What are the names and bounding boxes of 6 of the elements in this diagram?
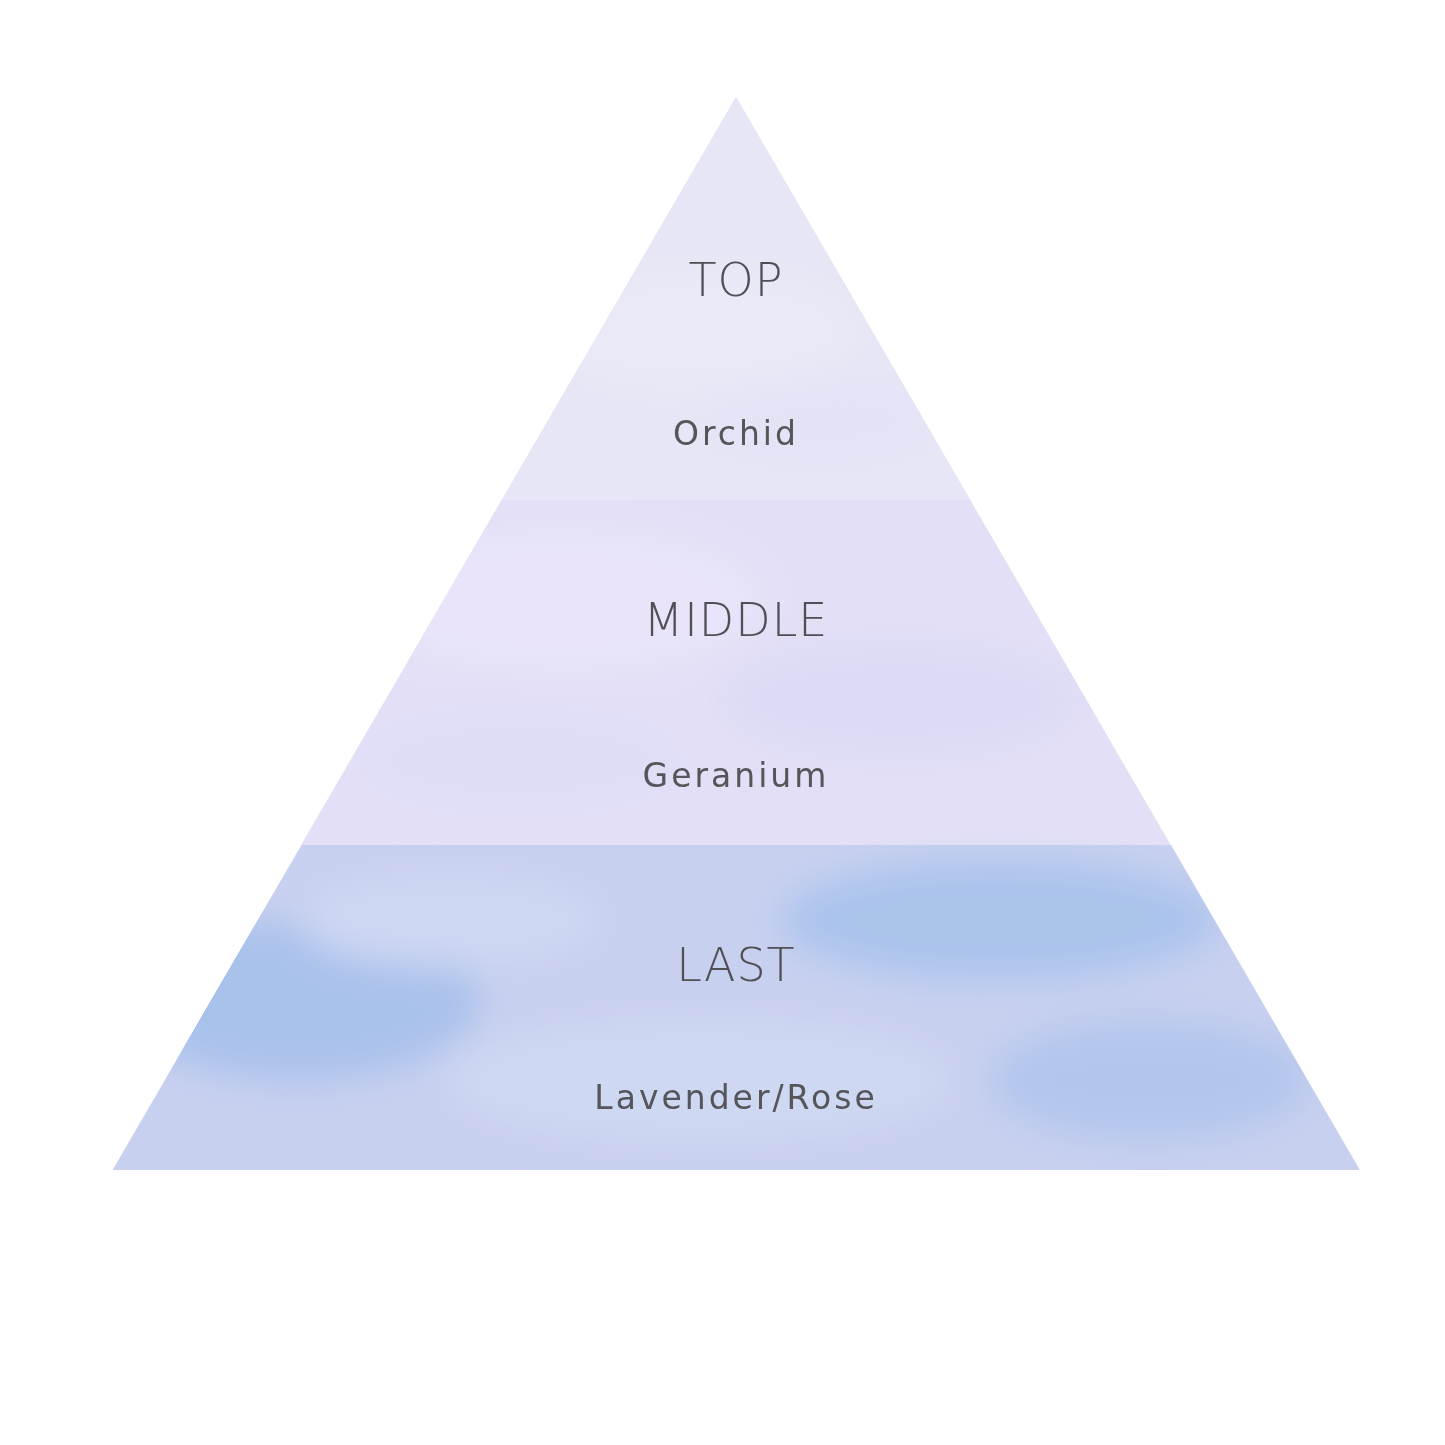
- note-name: Lavender/Rose: [594, 1077, 878, 1117]
- tier-heading: MIDDLE: [643, 593, 829, 647]
- note-name: Orchid: [673, 413, 799, 453]
- tier-heading: TOP: [688, 253, 784, 307]
- tier-heading: LAST: [676, 938, 796, 992]
- note-name: Geranium: [642, 755, 830, 795]
